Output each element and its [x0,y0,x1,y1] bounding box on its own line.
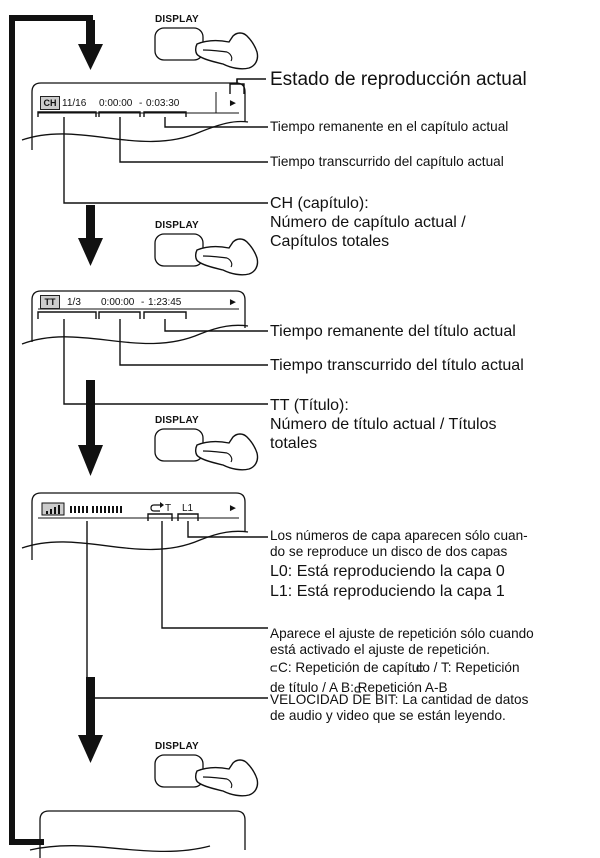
repeat-symbol-icon [151,505,160,511]
callout-title-2: Número de título actual / Títulos [270,415,496,434]
screen-4 [30,811,245,858]
osd-title-remaining: 1:23:45 [148,297,181,308]
display-label-2: DISPLAY [155,220,199,231]
callout-status: Estado de reproducción actual [270,69,527,90]
callout-layer-2: do se reproduce un disco de dos capas [270,544,507,560]
osd-title: 1/3 [67,297,81,308]
callout-chapter-elapsed: Tiempo transcurrido del capítulo actual [270,154,504,170]
down-arrow-4 [78,677,103,763]
callout-layer-3: L0: Está reproduciendo la capa 0 [270,562,505,581]
callout-chapter-2: Número de capítulo actual / [270,213,466,232]
callout-bitrate-1: VELOCIDAD DE BIT: La cantidad de datos [270,692,528,708]
callout-title-3: totales [270,434,317,453]
osd-play: ► [228,98,238,109]
display-button-4 [155,755,258,796]
display-button-1 [155,28,258,69]
down-arrow-2 [78,205,103,266]
screen-1 [22,83,248,150]
callout-layer-4: L1: Está reproduciendo la capa 1 [270,582,505,601]
title-icon: TT [40,295,60,309]
callout-bitrate-2: de audio y video que se están leyendo. [270,708,506,724]
bitrate-icon [42,503,64,515]
down-arrow-1 [78,20,103,70]
display-label-3: DISPLAY [155,415,199,426]
callout-repeat-1: Aparece el ajuste de repetición sólo cua… [270,626,534,642]
callout-repeat-3: C: Repetición de capítulo / T: Repetició… [278,660,520,676]
callout-chapter-1: CH (capítulo): [270,194,369,213]
display-button-2 [155,234,258,275]
callout-title-1: TT (Título): [270,396,349,415]
osd-title-separator: - [141,297,144,308]
bitrate-bar [70,506,122,513]
chapter-icon: CH [40,96,60,110]
osd-elapsed: 0:00:00 [99,98,132,109]
callout-title-remaining: Tiempo remanente del título actual [270,322,516,341]
osd-title-play: ► [228,297,238,308]
callout-repeat-2: está activado el ajuste de repetición. [270,642,490,658]
osd-remaining: 0:03:30 [146,98,179,109]
loop-line [9,18,93,842]
callout-chapter-remaining: Tiempo remanente en el capítulo actual [270,119,508,135]
osd-title-elapsed: 0:00:00 [101,297,134,308]
osd-separator: - [139,98,142,109]
callout-title-elapsed: Tiempo transcurrido del título actual [270,356,524,375]
screen-3-leaders [87,514,268,698]
osd-layer-play: ► [228,503,238,514]
display-label-1: DISPLAY [155,14,199,25]
callout-chapter-3: Capítulos totales [270,232,389,251]
display-label-4: DISPLAY [155,741,199,752]
callout-layer-1: Los números de capa aparecen sólo cuan- [270,528,528,544]
osd-layer: L1 [182,503,193,514]
down-arrow-3 [78,380,103,476]
display-button-3 [155,429,258,470]
osd-repeat: T [165,503,171,514]
osd-chapter: 11/16 [62,98,86,109]
